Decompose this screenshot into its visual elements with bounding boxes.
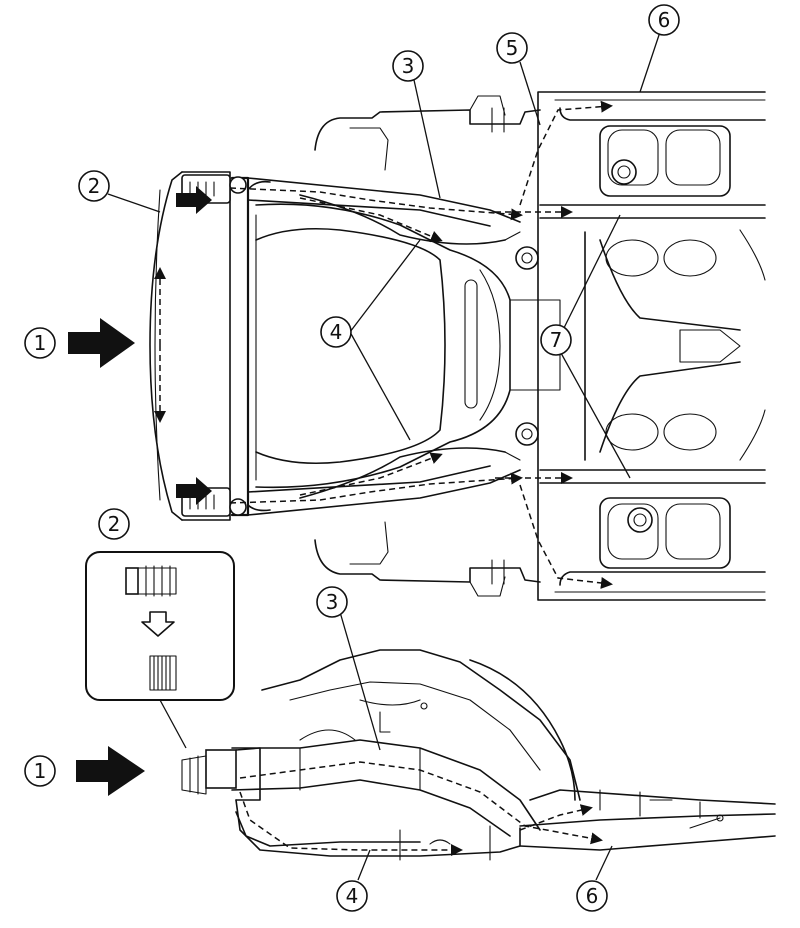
- callout-7: 7: [540, 324, 572, 356]
- radiator-support: [229, 176, 271, 517]
- callout-label: 2: [108, 512, 121, 536]
- callout-1-top: 1: [24, 327, 56, 359]
- callout-label: 4: [330, 320, 343, 344]
- impact-arrows-top: [68, 186, 212, 505]
- callout-label: 3: [326, 590, 339, 614]
- callout-4-top: 4: [320, 316, 352, 348]
- impact-arrow-upper-crushbox: [176, 186, 212, 214]
- callout-6-top: 6: [648, 4, 680, 36]
- callout-4-side: 4: [336, 880, 368, 912]
- impact-arrow-top-main: [68, 318, 135, 368]
- bumper-reinforcement: [149, 171, 231, 521]
- callout-label: 2: [88, 174, 101, 198]
- callout-1-side: 1: [24, 755, 56, 787]
- callout-label: 3: [402, 54, 415, 78]
- leader-lines: [107, 31, 661, 881]
- crush-box-deformation-icon: [125, 565, 177, 691]
- crush-box-inset: [85, 551, 235, 749]
- load-path-arrows-side: [239, 761, 603, 856]
- load-path-arrows-top: [154, 100, 613, 589]
- wheel-arches: [314, 95, 541, 597]
- callout-label: 6: [658, 8, 671, 32]
- callout-2-inset: 2: [98, 508, 130, 540]
- callout-label: 7: [550, 328, 563, 352]
- floor-panel: [537, 91, 766, 601]
- front-side-members: [247, 177, 521, 516]
- top-view: [68, 91, 766, 601]
- callout-label: 5: [506, 36, 519, 60]
- impact-arrow-lower-crushbox: [176, 477, 212, 505]
- callout-3-top: 3: [392, 50, 424, 82]
- subframe: [255, 194, 561, 499]
- callout-6-side: 6: [576, 880, 608, 912]
- callout-3-side: 3: [316, 586, 348, 618]
- callout-label: 1: [34, 759, 47, 783]
- callouts: 2 1 3 5 6 4 7 2: [24, 4, 680, 912]
- callout-label: 1: [34, 331, 47, 355]
- callout-label: 6: [586, 884, 599, 908]
- side-view: [76, 649, 776, 861]
- callout-label: 4: [346, 884, 359, 908]
- callout-5: 5: [496, 32, 528, 64]
- callout-2-top: 2: [78, 170, 110, 202]
- impact-arrow-side-main: [76, 746, 145, 796]
